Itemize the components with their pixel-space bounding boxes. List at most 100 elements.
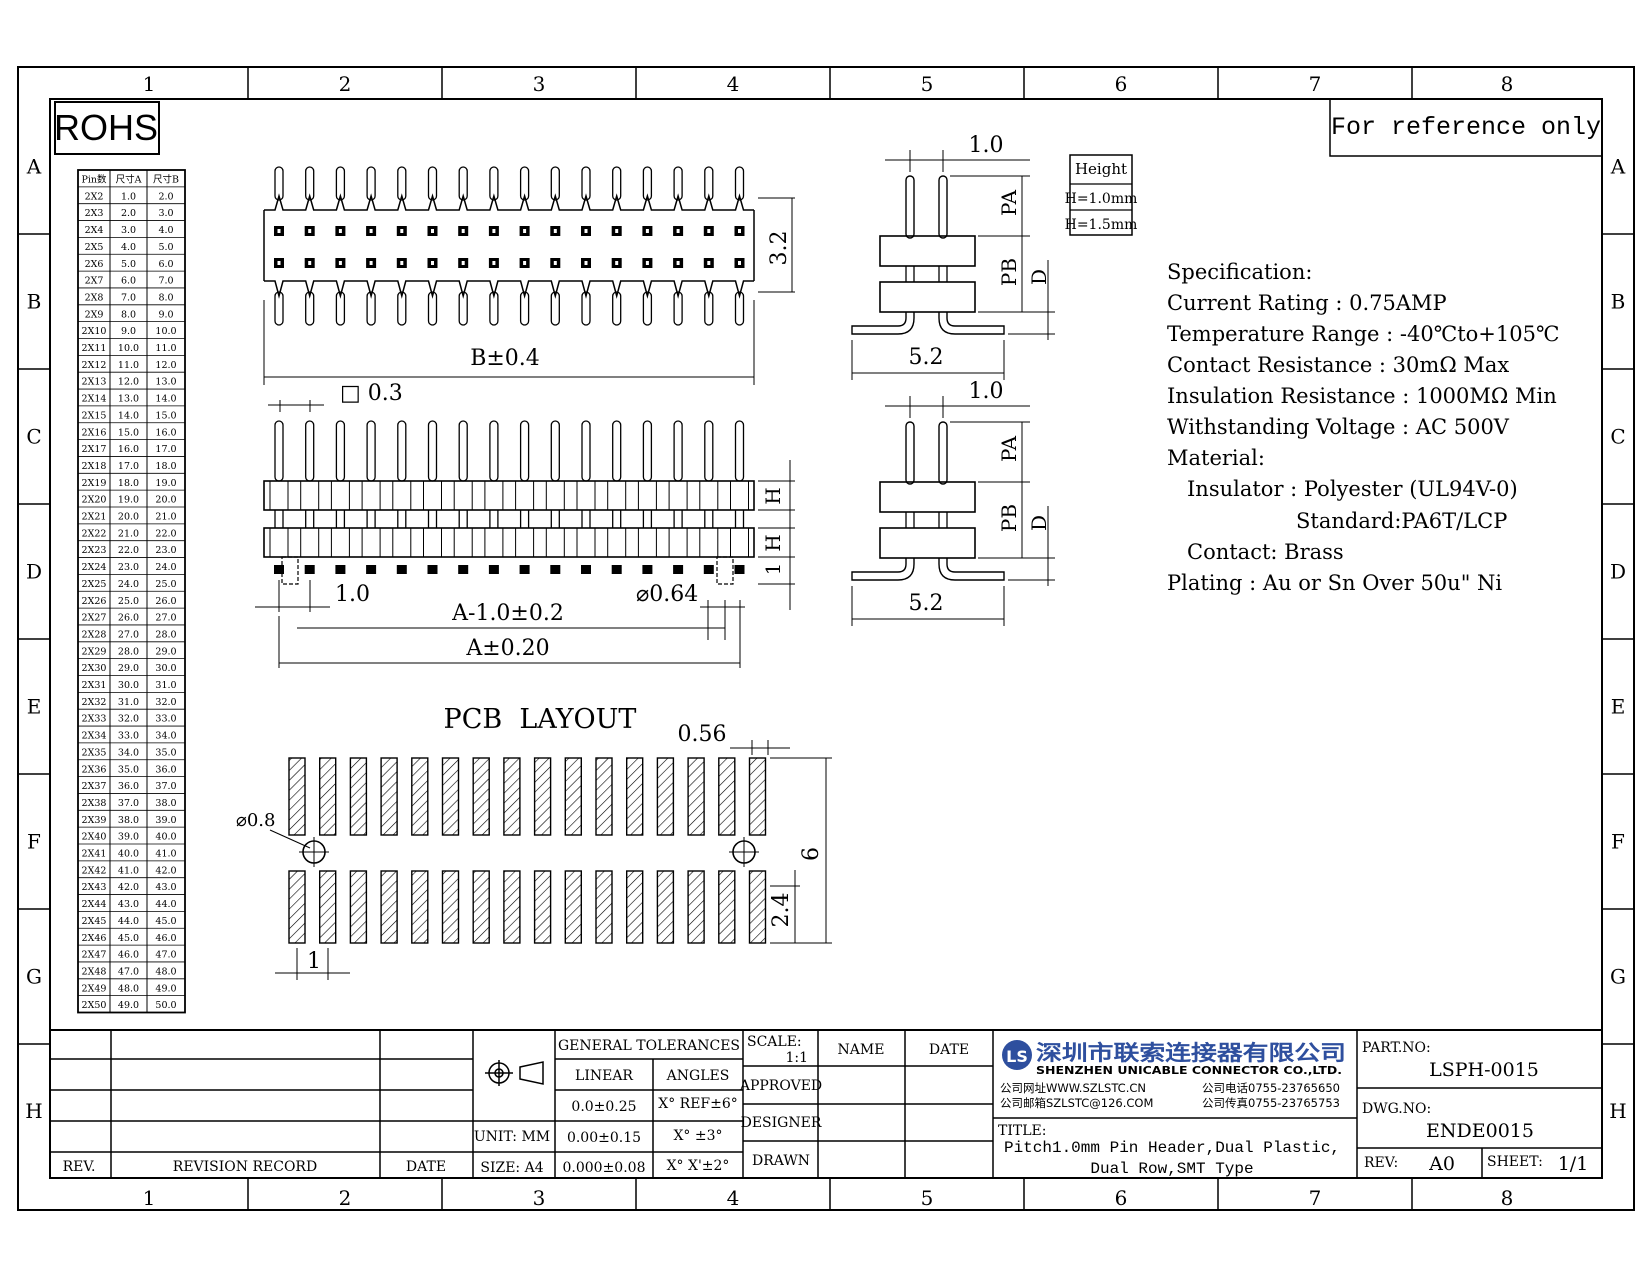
pin-table-cell: 39.0 [155, 815, 176, 826]
zone-column-top-3: 3 [533, 72, 546, 96]
pin-table-cell: 2X15 [82, 410, 107, 421]
zone-column-bottom-6: 6 [1115, 1186, 1128, 1210]
pin-table-cell: 2X44 [82, 899, 107, 910]
pcb-pad-top [503, 757, 521, 836]
pin-table-cell: 2X23 [82, 545, 107, 556]
pin-table-cell: 50.0 [155, 1000, 176, 1011]
pin-table-cell: 44.0 [118, 916, 139, 927]
pin-square-hole [676, 261, 680, 265]
pin-table-cell: 38.0 [155, 798, 176, 809]
zone-row-left-A: A [26, 155, 42, 179]
pin-table-cell: 2X8 [85, 292, 104, 303]
bottom-pin [581, 291, 591, 326]
pin-table-cell: 34.0 [155, 731, 176, 742]
title-label: TITLE: [998, 1123, 1046, 1139]
smt-foot [304, 565, 315, 574]
pin-table-cell: 2X7 [85, 276, 104, 287]
pcb-pad-width: 0.56 [678, 722, 727, 747]
front-pin [397, 420, 407, 482]
pin-table-cell: 2X28 [82, 629, 107, 640]
height-table [1069, 154, 1133, 236]
pin-square-hole [645, 229, 649, 233]
pin-table-cell: 37.0 [118, 798, 139, 809]
zone-column-bottom-4: 4 [727, 1186, 740, 1210]
bottom-pin [305, 291, 315, 326]
pcb-pad-top [472, 757, 490, 836]
pin-table-cell: 11.0 [155, 343, 176, 354]
bottom-pin [397, 291, 407, 326]
side-views [851, 150, 1055, 626]
pin-table-cell: 2X37 [82, 781, 107, 792]
pin-table-cell: 28.0 [118, 646, 139, 657]
pin-square-hole [369, 261, 373, 265]
zone-column-bottom-8: 8 [1501, 1186, 1514, 1210]
top-pin [458, 166, 468, 201]
side-pin [938, 421, 948, 485]
rohs-box [54, 101, 160, 155]
side-pitch-2: 1.0 [969, 379, 1004, 404]
pin-table-cell: 13.0 [155, 377, 176, 388]
smt-foot [396, 565, 407, 574]
pin-table-cell: 35.0 [155, 747, 176, 758]
front-pin [642, 420, 653, 482]
company-logo [1002, 1040, 1032, 1070]
pin-table-cell: 48.0 [155, 966, 176, 977]
zone-column-top-5: 5 [921, 72, 934, 96]
pin-table-cell: 20.0 [118, 512, 139, 523]
pin-table-cell: 2X22 [82, 528, 107, 539]
pcb-pad-top [564, 757, 582, 836]
pcb-pad-top [349, 757, 368, 836]
smt-lead-right [938, 558, 1005, 581]
bottom-pin [673, 291, 683, 326]
pin-table-header: 尺寸A [116, 174, 142, 186]
pin-table-cell: 14.0 [155, 394, 176, 405]
pin-table-cell: 2X35 [82, 747, 107, 758]
pin-table-cell: 2X50 [82, 1000, 107, 1011]
zone-column-bottom-5: 5 [921, 1186, 934, 1210]
zone-row-right-G: G [1610, 965, 1626, 989]
pin-table-cell: 26.0 [155, 596, 176, 607]
rev-label: REV: [1364, 1155, 1398, 1171]
front-pin [458, 420, 468, 482]
zone-row-left-G: G [26, 965, 42, 989]
bottom-pin [366, 291, 376, 326]
pin-table-cell: 25.0 [155, 579, 176, 590]
unit-label: UNIT: MM [474, 1129, 550, 1145]
side-pin [905, 175, 915, 239]
top-view [263, 166, 795, 385]
pin-table-cell: 48.0 [118, 983, 139, 994]
pin-square-hole [676, 229, 680, 233]
sheet-value: 1/1 [1558, 1153, 1589, 1175]
bottom-pin [274, 291, 284, 326]
pin-table-cell: 46.0 [155, 933, 176, 944]
pin-table-cell: 2X34 [82, 731, 107, 742]
reference-note: For reference only [1331, 113, 1601, 142]
drawn-label: DRAWN [752, 1153, 810, 1169]
pin-square-hole [523, 261, 527, 265]
top-pin [274, 166, 284, 201]
pin-table-cell: 31.0 [155, 680, 176, 691]
side-pin [938, 175, 948, 239]
pin-table-cell: 16.0 [118, 444, 139, 455]
side-pin [905, 421, 915, 485]
top-pin [550, 166, 560, 201]
pin-square-hole [461, 261, 465, 265]
dim-top-height: 3.2 [767, 231, 792, 266]
pin-table-cell: 13.0 [118, 394, 139, 405]
pin-table-cell: 32.0 [118, 714, 139, 725]
pin-table-cell: 5.0 [121, 259, 136, 270]
company-fax: 公司传真0755-23765753 [1202, 1096, 1340, 1110]
pin-table-cell: 23.0 [118, 562, 139, 573]
pin-table-cell: 30.0 [118, 680, 139, 691]
designer-label: DESIGNER [741, 1115, 822, 1131]
company-website: 公司网址WWW.SZLSTC.CN [1000, 1081, 1146, 1095]
pin-table-cell: 2X11 [82, 343, 107, 354]
dwg-no: ENDE0015 [1426, 1120, 1534, 1142]
pcb-pad-bottom [718, 870, 736, 944]
pin-table-cell: 2X48 [82, 966, 107, 977]
pin-table-cell: 1.0 [121, 191, 136, 202]
housing-ends [263, 210, 755, 281]
pin-table-cell: 2X47 [82, 950, 107, 961]
zone-row-right-H: H [1609, 1099, 1626, 1123]
height-option-2: H=1.5mm [1065, 217, 1138, 233]
